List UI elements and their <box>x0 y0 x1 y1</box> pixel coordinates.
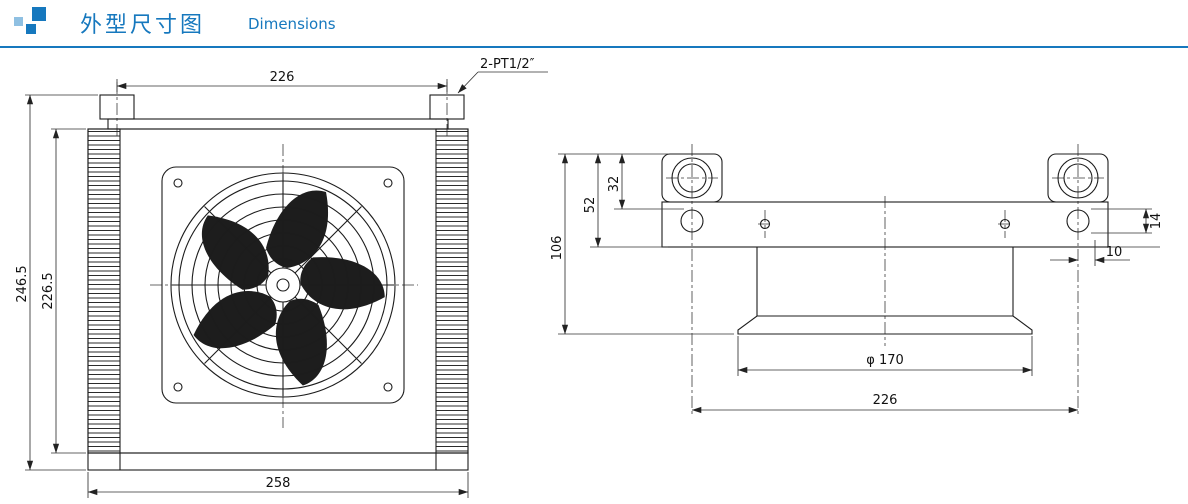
side-view: 106 52 32 14 10 φ 170 <box>550 144 1164 416</box>
screw-hole <box>999 218 1011 230</box>
front-view: 226 2-PT1/2″ 246.5 226.5 258 <box>15 57 548 498</box>
side-centerlines <box>666 144 1104 416</box>
page-title: 外型尺寸图 <box>80 13 206 38</box>
cooler-body <box>87 94 469 471</box>
fan-hub <box>265 267 301 303</box>
screw <box>173 178 183 188</box>
logo-icon <box>8 2 60 42</box>
bottom-rail <box>87 452 469 471</box>
flange <box>737 315 1033 335</box>
front-view-dimensions: 226 2-PT1/2″ 246.5 226.5 258 <box>15 57 548 498</box>
port-left <box>99 94 135 120</box>
port-boss-right <box>1057 157 1099 199</box>
logo-square <box>14 17 23 26</box>
dim-side-edge-offset: 10 <box>1106 245 1123 260</box>
port-boss-left <box>671 157 713 199</box>
top-plate <box>107 118 449 130</box>
bracket-bar <box>661 201 1109 248</box>
screw-hole <box>759 218 771 230</box>
dim-side-total-height: 106 <box>550 236 565 261</box>
fan-guard <box>170 172 396 398</box>
mount-hole-left <box>680 209 704 233</box>
port-thread-label: 2-PT1/2″ <box>480 57 535 72</box>
dim-side-port-span: 226 <box>873 393 898 408</box>
fin-column-left <box>87 128 121 454</box>
dimension-drawing: 226 2-PT1/2″ 246.5 226.5 258 <box>15 57 1164 498</box>
page-subtitle: Dimensions <box>248 15 336 33</box>
side-view-dimensions: 106 52 32 14 10 φ 170 <box>550 153 1164 414</box>
screw <box>383 178 393 188</box>
mount-hole-right <box>1066 209 1090 233</box>
mount-bracket <box>661 153 1109 335</box>
dim-side-hole-height: 14 <box>1149 213 1164 230</box>
dim-front-core-height: 226.5 <box>41 272 56 309</box>
fan-plate <box>161 166 405 404</box>
screw <box>383 382 393 392</box>
dim-front-overall-height: 246.5 <box>15 265 30 302</box>
logo-square <box>32 7 46 21</box>
dim-front-overall-width: 258 <box>266 476 291 491</box>
logo-square <box>26 24 36 34</box>
fan <box>170 172 396 398</box>
dim-side-hole-offset: 32 <box>607 176 622 193</box>
fin-column-right <box>435 128 469 454</box>
port-right <box>429 94 465 120</box>
dim-front-top-width: 226 <box>270 70 295 85</box>
page-header: 外型尺寸图 Dimensions <box>0 0 1188 48</box>
screw <box>173 382 183 392</box>
dim-side-upper-height: 52 <box>583 197 598 214</box>
dim-side-flange-diameter: φ 170 <box>866 353 904 368</box>
